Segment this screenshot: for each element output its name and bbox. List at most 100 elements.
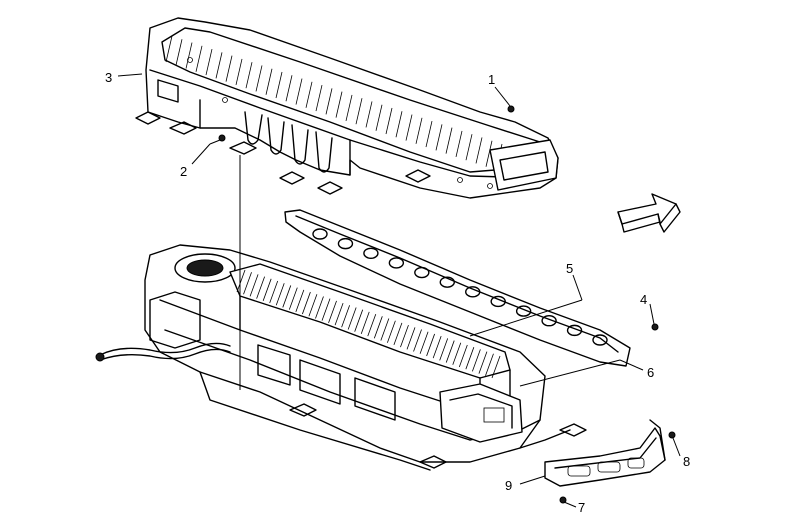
detail-line — [262, 278, 272, 301]
detail-line — [341, 305, 350, 328]
detail-line — [255, 65, 263, 92]
detail-line — [452, 342, 462, 365]
detail-line — [215, 52, 223, 79]
detail-line — [385, 107, 393, 135]
detail-line — [256, 276, 265, 299]
battery-cover-icon — [135, 17, 559, 199]
detail-line — [485, 140, 493, 167]
detail-line — [439, 338, 449, 361]
detail-line — [465, 347, 475, 370]
detail-line — [308, 294, 318, 317]
detail-line — [393, 322, 403, 346]
gasket-loop — [566, 324, 583, 337]
detail-line — [406, 327, 416, 350]
battery-pack-icon — [95, 244, 587, 471]
callout-8: 8 — [683, 454, 690, 469]
detail-line — [419, 331, 429, 354]
detail-line — [472, 349, 481, 372]
detail-line — [400, 324, 409, 348]
detail-line — [245, 62, 253, 89]
detail-line — [328, 300, 337, 324]
gasket-loop — [541, 315, 557, 327]
detail-line — [415, 117, 423, 144]
callout-2: 2 — [180, 164, 187, 179]
front-direction-arrow-icon — [617, 193, 681, 233]
detail-line — [302, 291, 311, 315]
detail-line — [165, 35, 173, 63]
detail-line — [426, 333, 435, 357]
detail-line — [355, 98, 363, 125]
detail-line — [285, 75, 293, 102]
detail-line — [365, 101, 373, 128]
detail-line — [380, 318, 390, 341]
detail-line — [485, 353, 494, 376]
detail-line — [375, 104, 383, 131]
detail-line — [491, 355, 501, 379]
detail-line — [288, 287, 298, 310]
gasket-loop — [312, 228, 328, 240]
detail-line — [445, 127, 453, 154]
detail-line — [367, 313, 377, 337]
detail-line — [235, 58, 243, 85]
gasket-loop — [439, 276, 455, 288]
detail-line — [465, 134, 473, 161]
detail-line — [475, 137, 483, 164]
callout-1: 1 — [488, 72, 495, 87]
fastener-1-icon — [507, 105, 515, 113]
detail-line — [455, 130, 463, 157]
detail-line — [243, 272, 252, 295]
gasket-loop — [388, 257, 405, 269]
detail-line — [354, 309, 364, 332]
detail-line — [432, 336, 442, 359]
callout-7: 7 — [578, 500, 585, 515]
callout-4: 4 — [640, 292, 647, 307]
detail-line — [405, 114, 413, 141]
callout-5: 5 — [566, 261, 573, 276]
gasket-loop — [465, 286, 481, 298]
detail-line — [413, 329, 422, 352]
fastener-4-icon — [651, 323, 659, 331]
fastener-7-icon — [559, 496, 567, 504]
detail-line — [335, 91, 343, 118]
detail-line — [295, 289, 305, 312]
gasket-loop — [490, 295, 506, 308]
detail-line — [275, 71, 283, 99]
detail-line — [387, 320, 396, 343]
detail-line — [395, 111, 403, 138]
gasket-loop — [515, 305, 532, 317]
detail-line — [325, 88, 333, 115]
seal-gasket-icon — [284, 209, 631, 367]
detail-line — [236, 269, 246, 293]
detail-line — [295, 78, 303, 105]
detail-line — [275, 283, 285, 306]
fastener-2-icon — [218, 134, 226, 142]
mounting-bracket-icon — [544, 419, 666, 487]
detail-line — [282, 285, 292, 308]
detail-line — [175, 39, 183, 66]
callout-6: 6 — [647, 365, 654, 380]
detail-line — [305, 81, 313, 108]
callout-3: 3 — [105, 70, 112, 85]
detail-line — [458, 344, 468, 368]
gasket-loop — [337, 237, 354, 250]
detail-line — [345, 94, 353, 121]
detail-line — [334, 302, 344, 326]
detail-line — [249, 274, 259, 297]
detail-line — [347, 307, 357, 330]
detail-line — [315, 85, 323, 112]
detail-line — [269, 280, 279, 304]
callout-9: 9 — [505, 478, 512, 493]
detail-line — [321, 298, 331, 321]
detail-line — [360, 311, 370, 335]
leader-lines — [117, 73, 681, 508]
gasket-loop — [592, 334, 608, 346]
detail-line — [373, 316, 383, 339]
detail-line — [478, 351, 488, 374]
detail-line — [185, 42, 193, 69]
detail-line — [265, 68, 273, 95]
fastener-8-icon — [668, 431, 676, 439]
gasket-loop — [363, 247, 379, 259]
detail-line — [425, 121, 433, 148]
